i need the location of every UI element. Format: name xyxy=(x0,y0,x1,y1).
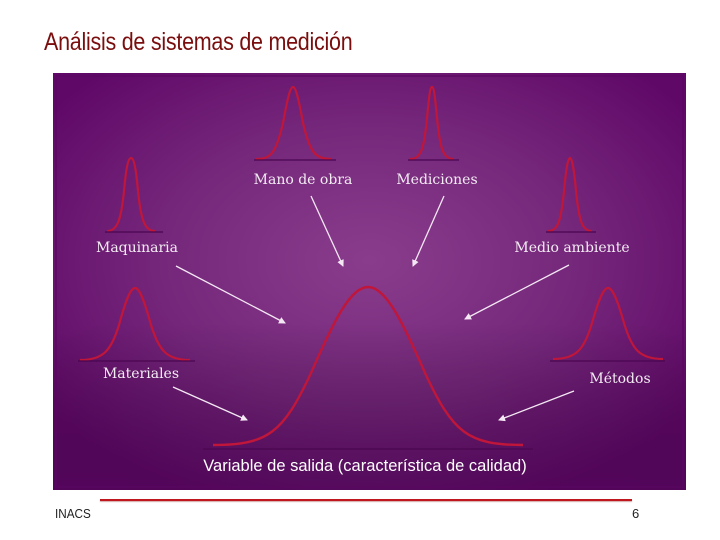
footer-organization: INACS xyxy=(55,506,91,521)
variation-sources-diagram: Mano de obra Mediciones Maquinaria Medio… xyxy=(53,73,686,490)
output-caption: Variable de salida (característica de ca… xyxy=(203,457,526,475)
bell-curve-metodos xyxy=(550,286,665,362)
arrow-metodos xyxy=(498,390,575,422)
bell-curve-maquinaria xyxy=(105,156,163,233)
label-materiales: Materiales xyxy=(103,366,179,382)
arrow-materiales xyxy=(172,386,248,421)
label-medio-ambiente: Medio ambiente xyxy=(514,240,629,256)
bell-curve-output xyxy=(203,285,533,450)
bell-curve-mano-de-obra xyxy=(254,85,336,161)
label-mediciones: Mediciones xyxy=(396,172,477,188)
page-number: 6 xyxy=(632,506,640,521)
arrow-mediciones xyxy=(412,195,445,267)
bell-curve-medio-ambiente xyxy=(546,156,596,233)
footer-divider xyxy=(100,499,632,501)
label-mano-de-obra: Mano de obra xyxy=(254,172,353,188)
arrow-maquinaria xyxy=(175,265,286,324)
slide-title: Análisis de sistemas de medición xyxy=(44,28,353,56)
arrow-medio-ambiente xyxy=(464,264,570,320)
bell-curve-mediciones xyxy=(408,85,459,161)
label-maquinaria: Maquinaria xyxy=(96,240,178,256)
label-metodos: Métodos xyxy=(589,371,650,387)
arrow-mano-de-obra xyxy=(310,195,344,267)
bell-curve-materiales xyxy=(78,286,195,362)
